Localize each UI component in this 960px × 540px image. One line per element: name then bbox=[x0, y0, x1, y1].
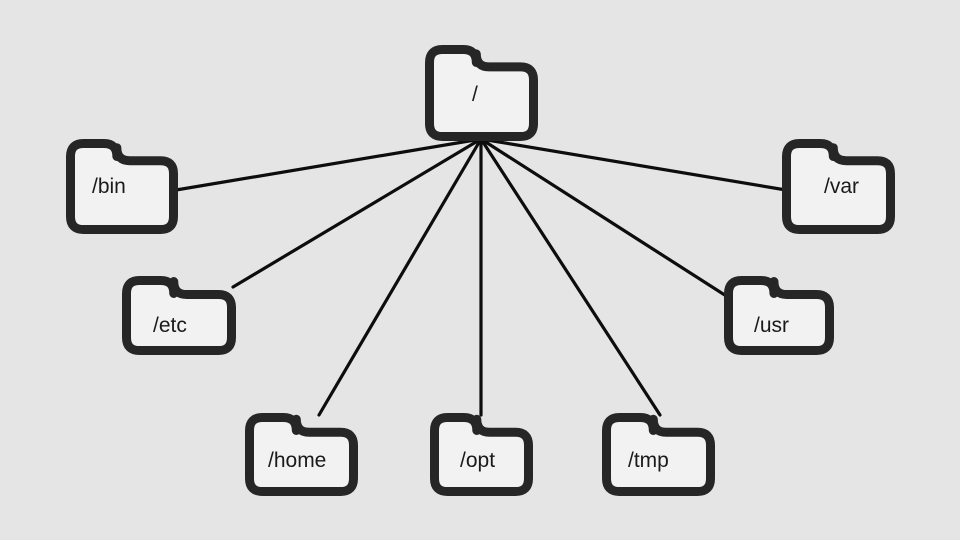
folder-icon bbox=[122, 276, 236, 355]
folder-node-var[interactable] bbox=[782, 139, 895, 234]
edge-root-to-home bbox=[317, 137, 483, 417]
folder-node-bin[interactable] bbox=[66, 139, 178, 234]
folder-icon bbox=[724, 276, 834, 355]
folder-icon bbox=[245, 413, 358, 496]
folder-node-home[interactable] bbox=[245, 413, 358, 496]
folder-node-etc[interactable] bbox=[122, 276, 236, 355]
folder-node-usr[interactable] bbox=[724, 276, 834, 355]
folder-icon bbox=[425, 45, 538, 141]
edge-root-to-bin bbox=[174, 137, 483, 192]
folder-icon bbox=[602, 413, 715, 496]
edge-root-to-var bbox=[479, 137, 788, 192]
folder-node-tmp[interactable] bbox=[602, 413, 715, 496]
folder-icon bbox=[66, 139, 178, 234]
folder-icon bbox=[782, 139, 895, 234]
folder-node-root[interactable] bbox=[425, 45, 538, 141]
folder-node-opt[interactable] bbox=[430, 413, 533, 496]
folder-icon bbox=[430, 413, 533, 496]
edge-root-to-etc bbox=[231, 137, 483, 289]
edge-root-to-usr bbox=[479, 137, 733, 301]
edge-root-to-tmp bbox=[479, 137, 662, 417]
